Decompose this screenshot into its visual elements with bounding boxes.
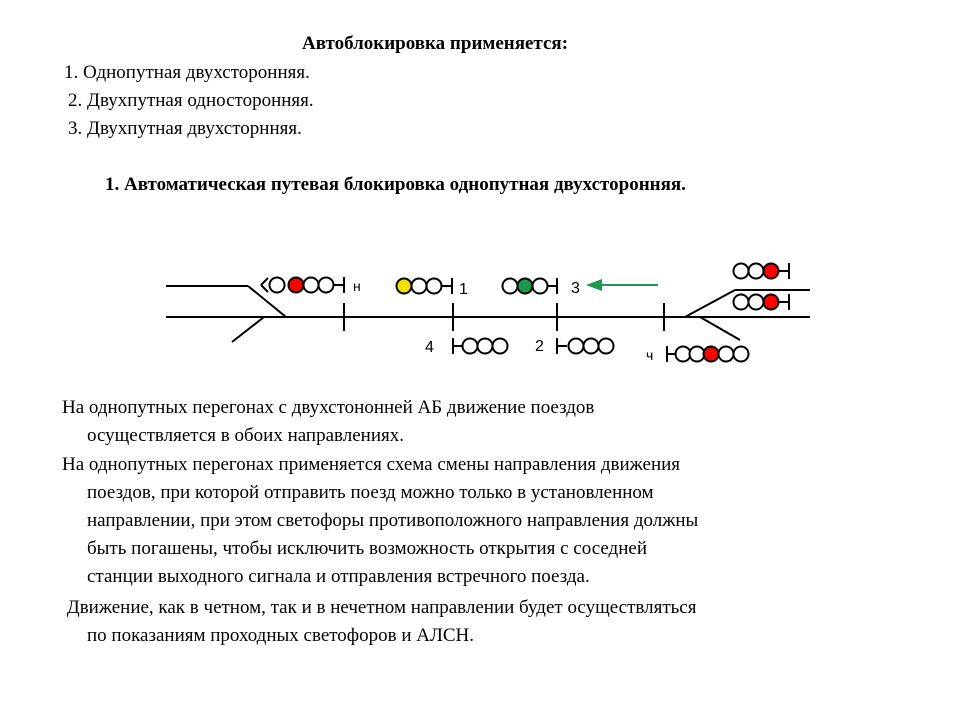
- arrow-head: [586, 279, 602, 291]
- signal-lamp: [747, 293, 765, 311]
- signal-lamp: [582, 337, 600, 355]
- signal-2: 2: [535, 337, 615, 355]
- track-lines: [166, 285, 810, 343]
- slide-title: Автоблокировка применяется:: [302, 33, 569, 54]
- signal-lamp-red: [762, 293, 780, 311]
- section-title: 1. Автоматическая путевая блокировка одн…: [105, 174, 686, 195]
- signal-4-label: 4: [425, 339, 434, 356]
- signal-ch: ч: [646, 345, 750, 363]
- signal-lamp-red: [287, 276, 305, 294]
- paragraph-line: поездов, при которой отправить поезд мож…: [87, 482, 654, 503]
- signal-lamp: [732, 293, 750, 311]
- paragraph-bidirectional: На однопутных перегонах с двухстононней …: [62, 394, 902, 450]
- list-item: 2. Двухпутная односторонняя.: [68, 90, 314, 111]
- signal-1: 1: [395, 277, 468, 298]
- signal-lamp: [747, 262, 765, 280]
- signal-lamp: [688, 345, 706, 363]
- signal-1-label: 1: [459, 281, 468, 298]
- signal-lamp-yellow: [395, 277, 413, 295]
- signal-lamp: [567, 337, 585, 355]
- right-switch-upper: [684, 289, 736, 318]
- paragraph-even-odd: Движение, как в четном, так и в нечетном…: [62, 594, 902, 650]
- signal-lamp: [268, 276, 286, 294]
- paragraph-direction-change: На однопутных перегонах применяется схем…: [62, 451, 902, 591]
- signal-lamp: [425, 277, 443, 295]
- signal-4: 4: [425, 337, 509, 356]
- left-switch-lower: [231, 316, 265, 343]
- paragraph-line: На однопутных перегонах применяется схем…: [62, 454, 681, 475]
- signal-lamp: [717, 345, 735, 363]
- exit-signal-upper: [732, 262, 790, 280]
- signal-3-label: 3: [571, 280, 580, 297]
- signal-lamp: [491, 337, 509, 355]
- signal-lamp: [732, 262, 750, 280]
- paragraph-line: станции выходного сигнала и отправления …: [87, 566, 590, 587]
- paragraph-line: направлении, при этом светофоры противоп…: [87, 510, 699, 531]
- paragraph-line: быть погашены, чтобы исключить возможнос…: [87, 538, 647, 559]
- direction-arrow: [586, 279, 658, 291]
- list-item: 1. Однопутная двухсторонняя.: [64, 62, 310, 83]
- signal-lamp: [461, 337, 479, 355]
- signal-lamp: [531, 277, 549, 295]
- signal-lamp: [302, 276, 320, 294]
- signal-lamp: [476, 337, 494, 355]
- right-switch-lower: [699, 316, 741, 341]
- signal-mast-bracket: [260, 277, 269, 286]
- signal-lamp: [597, 337, 615, 355]
- signal-n-label: н: [353, 278, 361, 294]
- signal-2-label: 2: [535, 338, 544, 355]
- list-item: 3. Двухпутная двухсторнняя.: [68, 118, 302, 139]
- signal-lamp-red: [702, 345, 720, 363]
- signal-ch-label: ч: [646, 347, 653, 363]
- paragraph-line: Движение, как в четном, так и в нечетном…: [62, 597, 697, 618]
- signal-lamp-red: [762, 262, 780, 280]
- signal-lamp: [732, 345, 750, 363]
- paragraph-line: На однопутных перегонах с двухстононней …: [62, 397, 595, 418]
- signal-3: 3: [501, 277, 580, 297]
- signal-lamp: [501, 277, 519, 295]
- exit-signal-lower: [732, 293, 790, 311]
- signal-n: н: [260, 276, 361, 294]
- left-switch: [247, 285, 287, 318]
- paragraph-line: по показаниям проходных светофоров и АЛС…: [87, 625, 475, 646]
- signal-lamp: [674, 345, 692, 363]
- signal-mast-bracket: [260, 284, 269, 293]
- track-diagram: н 1 3 4 2: [166, 262, 810, 363]
- signal-lamp: [410, 277, 428, 295]
- signal-lamp-green: [516, 277, 534, 295]
- signal-lamp: [317, 276, 335, 294]
- paragraph-line: осуществляется в обоих направлениях.: [87, 425, 404, 446]
